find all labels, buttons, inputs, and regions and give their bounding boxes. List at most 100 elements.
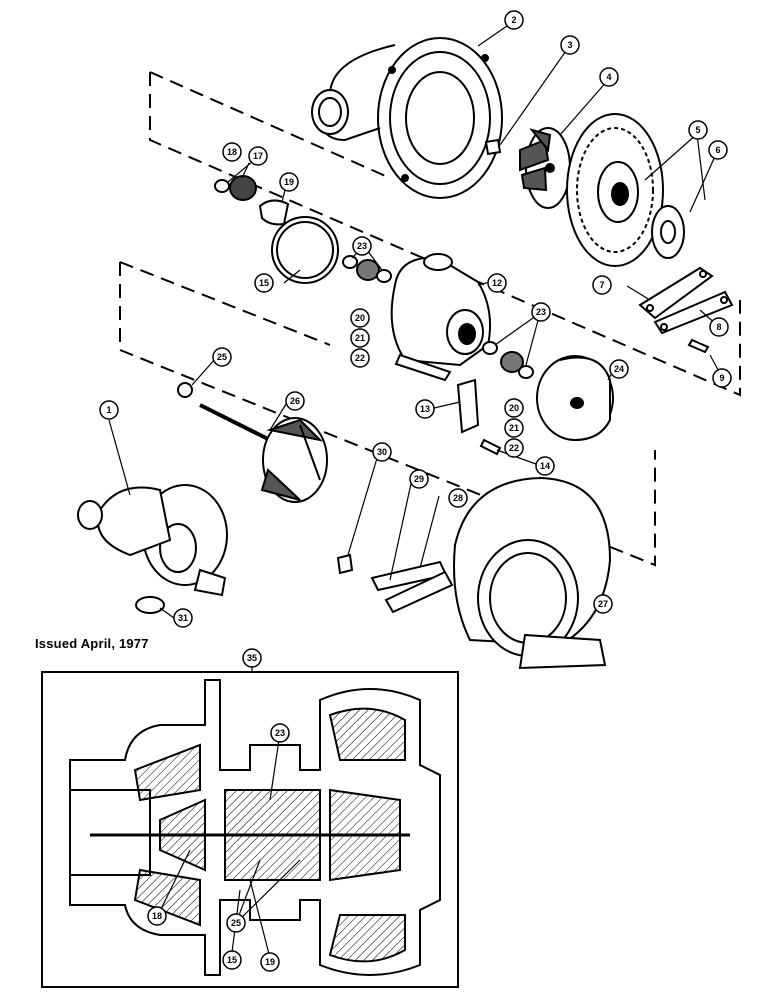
- callout-c25: 25: [212, 347, 232, 367]
- callout-c5: 5: [688, 120, 708, 140]
- turbine-shaft-part: [177, 382, 328, 503]
- callout-circle: [222, 950, 242, 970]
- callout-c7: 7: [592, 275, 612, 295]
- callout-number: 2: [511, 15, 516, 25]
- callout-number: 17: [253, 151, 263, 161]
- callout-circle: [609, 359, 629, 379]
- callout-c18: 18: [222, 142, 242, 162]
- callout-c27: 27: [593, 594, 613, 614]
- callout-circle: [212, 347, 232, 367]
- callout-number: 25: [217, 352, 227, 362]
- callout-s19: 19: [260, 952, 280, 972]
- clamp-plate-part: [456, 378, 502, 456]
- callout-number: 7: [599, 280, 604, 290]
- callout-number: 14: [540, 461, 550, 471]
- callout-circle: [593, 594, 613, 614]
- callout-c13: 13: [415, 399, 435, 419]
- cross-section-view: [41, 671, 459, 988]
- bearing-parts-upper: [342, 255, 392, 283]
- callout-circle: [504, 418, 524, 438]
- callout-c20b: 20: [504, 398, 524, 418]
- callout-c29: 29: [409, 469, 429, 489]
- callout-number: 23: [275, 728, 285, 738]
- callout-number: 30: [377, 447, 387, 457]
- gasket-part: [135, 596, 165, 614]
- callout-c20a: 20: [350, 308, 370, 328]
- callout-c9: 9: [712, 368, 732, 388]
- callout-c22b: 22: [504, 438, 524, 458]
- callout-circle: [409, 469, 429, 489]
- callout-c31: 31: [173, 608, 193, 628]
- callout-circle: [173, 608, 193, 628]
- callout-number: 20: [509, 403, 519, 413]
- callout-circle: [350, 328, 370, 348]
- callout-c28: 28: [448, 488, 468, 508]
- callout-c21a: 21: [350, 328, 370, 348]
- callout-c30: 30: [372, 442, 392, 462]
- callout-c23b: 23: [531, 302, 551, 322]
- callout-c8: 8: [709, 317, 729, 337]
- callout-number: 3: [567, 40, 572, 50]
- callout-c24: 24: [609, 359, 629, 379]
- callout-circle: [504, 10, 524, 30]
- turbine-lock-plates-part: [336, 553, 454, 614]
- callout-c4: 4: [599, 67, 619, 87]
- callout-number: 35: [247, 653, 257, 663]
- callout-c17: 17: [248, 146, 268, 166]
- callout-circle: [712, 368, 732, 388]
- callout-number: 29: [414, 474, 424, 484]
- callout-circle: [599, 67, 619, 87]
- callout-number: 25: [231, 918, 241, 928]
- callout-c19: 19: [279, 172, 299, 192]
- lock-plate-part: [638, 266, 734, 354]
- callout-circle: [415, 399, 435, 419]
- turbine-housing-part: [453, 476, 612, 670]
- callout-s25: 25: [226, 913, 246, 933]
- callout-s15: 15: [222, 950, 242, 970]
- callout-circle: [248, 146, 268, 166]
- callout-number: 21: [355, 333, 365, 343]
- callout-number: 6: [715, 145, 720, 155]
- callout-circle: [147, 906, 167, 926]
- callout-circle: [535, 456, 555, 476]
- compressor-wheel-part: [519, 127, 571, 209]
- callout-circle: [226, 913, 246, 933]
- callout-c12: 12: [487, 273, 507, 293]
- nut-part: [484, 138, 502, 156]
- callout-circle: [222, 142, 242, 162]
- callout-number: 18: [152, 911, 162, 921]
- callout-c3: 3: [560, 35, 580, 55]
- backplate-part: [566, 113, 664, 267]
- callout-c6: 6: [708, 140, 728, 160]
- compressor-housing-part: [311, 37, 503, 199]
- heat-shield-part: [536, 355, 614, 441]
- callout-number: 24: [614, 364, 624, 374]
- callout-circle: [260, 952, 280, 972]
- callout-circle: [254, 273, 274, 293]
- callout-c35: 35: [242, 648, 262, 668]
- callout-number: 15: [227, 955, 237, 965]
- callout-circle: [279, 172, 299, 192]
- callout-number: 22: [355, 353, 365, 363]
- callout-c2: 2: [504, 10, 524, 30]
- callout-number: 18: [227, 147, 237, 157]
- callout-layer: 1234567891213141517181920212223202122232…: [99, 10, 732, 972]
- callout-s23: 23: [270, 723, 290, 743]
- callout-number: 19: [265, 957, 275, 967]
- center-housing-part: [390, 253, 491, 382]
- callout-c23a: 23: [352, 236, 372, 256]
- callout-circle: [352, 236, 372, 256]
- callout-c26: 26: [285, 391, 305, 411]
- callout-circle: [560, 35, 580, 55]
- callout-circle: [242, 648, 262, 668]
- callout-number: 15: [259, 278, 269, 288]
- callout-circle: [350, 308, 370, 328]
- callout-circle: [372, 442, 392, 462]
- callout-circle: [487, 273, 507, 293]
- callout-circle: [709, 317, 729, 337]
- issued-date-note: Issued April, 1977: [35, 636, 149, 651]
- bearing-parts-lower: [482, 341, 534, 379]
- callout-circle: [708, 140, 728, 160]
- callout-circle: [504, 398, 524, 418]
